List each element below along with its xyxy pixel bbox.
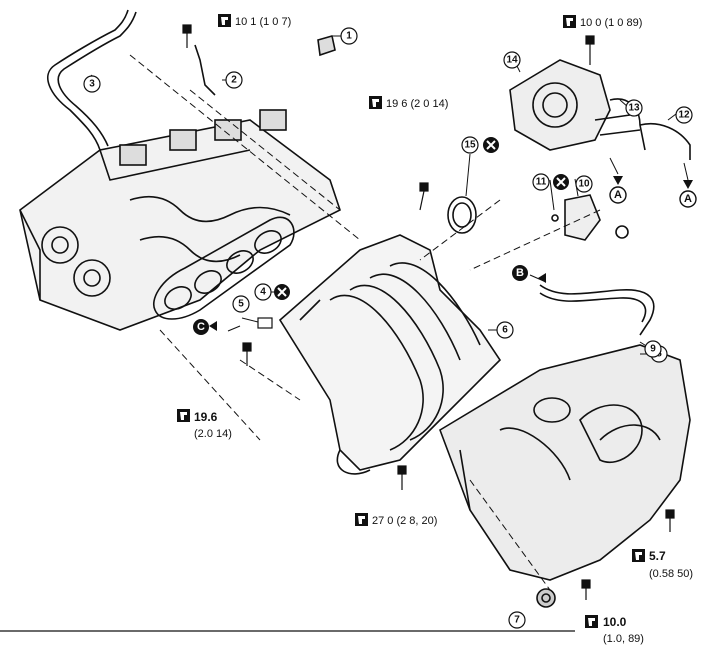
callout-3: 3 <box>83 75 101 93</box>
letter-marker-c: C <box>193 319 209 335</box>
letter-marker-a-1: A <box>609 186 627 204</box>
callout-5: 5 <box>232 295 250 313</box>
torque-wrench-icon <box>585 615 598 628</box>
callout-2: 2 <box>225 71 243 89</box>
callout-10: 10 <box>575 175 593 193</box>
torque-spec-1-text: 10 1 (1 0 7) <box>235 16 291 28</box>
leader-lines <box>129 54 601 591</box>
callout-5-number: 5 <box>238 299 244 310</box>
torque-spec-6-detail: (0.58 50) <box>649 568 693 580</box>
torque-spec-5: 27 0 (2 8, 20) <box>355 513 437 527</box>
torque-wrench-icon <box>632 549 645 562</box>
callout-11: 11 <box>532 173 550 191</box>
torque-spec-7-detail: (1.0, 89) <box>603 633 644 645</box>
replace-mark-icons <box>274 137 569 300</box>
callout-6: 6 <box>496 321 514 339</box>
callout-4: 4 <box>254 283 272 301</box>
valve-10 <box>551 194 629 241</box>
hose-12 <box>609 98 691 160</box>
callout-6-number: 6 <box>502 325 508 336</box>
callout-14: 14 <box>503 51 521 69</box>
callout-1-number: 1 <box>346 31 352 42</box>
bracket-2-sensor-1 <box>194 34 336 96</box>
throttle-body-14 <box>509 59 641 151</box>
callout-15: 15 <box>461 136 479 154</box>
letter-c: C <box>197 321 205 333</box>
callout-9: 9 <box>644 340 662 358</box>
letter-a-1: A <box>614 189 622 201</box>
torque-wrench-icon <box>563 15 576 28</box>
torque-spec-5-text: 27 0 (2 8, 20) <box>372 515 437 527</box>
torque-spec-2: 10 0 (1 0 89) <box>563 15 642 29</box>
torque-spec-3: 19 6 (2 0 14) <box>369 96 448 110</box>
intake-manifold-6 <box>278 234 502 475</box>
letter-b: B <box>516 267 524 279</box>
callout-11-number: 11 <box>536 177 547 188</box>
callout-15-number: 15 <box>464 140 476 151</box>
torque-wrench-icon <box>177 409 190 422</box>
hose-3 <box>46 9 137 151</box>
callout-14-number: 14 <box>506 55 518 66</box>
hose-9 <box>539 284 655 336</box>
callout-12: 12 <box>675 106 693 124</box>
torque-spec-7-value: 10.0 <box>603 615 627 629</box>
callout-7: 7 <box>508 611 526 629</box>
callout-9-number: 9 <box>650 344 656 355</box>
callout-3-number: 3 <box>89 79 95 90</box>
replace-x-icon <box>553 174 569 190</box>
letter-a-2: A <box>684 193 692 205</box>
torque-spec-6: 5.7 (0.58 50) <box>632 549 693 580</box>
engine-cover-8 <box>439 344 691 581</box>
callout-2-number: 2 <box>231 75 237 86</box>
callout-4-number: 4 <box>260 287 266 298</box>
torque-spec-4: 19.6 (2.0 14) <box>177 409 232 440</box>
torque-spec-1: 10 1 (1 0 7) <box>218 14 291 28</box>
letter-marker-a-2: A <box>679 190 697 208</box>
bolts <box>182 24 675 600</box>
torque-wrench-icon <box>355 513 368 526</box>
callout-10-number: 10 <box>578 179 590 190</box>
torque-spec-7: 10.0 (1.0, 89) <box>585 615 644 645</box>
torque-wrench-icon <box>218 14 231 27</box>
arrows <box>209 176 693 331</box>
torque-spec-6-value: 5.7 <box>649 549 666 563</box>
replace-x-icon <box>483 137 499 153</box>
gasket-15 <box>447 196 477 234</box>
letter-marker-b: B <box>512 265 528 281</box>
torque-spec-2-text: 10 0 (1 0 89) <box>580 17 642 29</box>
intake-gasket-4 <box>153 216 295 320</box>
callout-12-number: 12 <box>678 110 690 121</box>
callout-13: 13 <box>625 99 643 117</box>
cylinder-head <box>19 109 341 331</box>
torque-spec-3-text: 19 6 (2 0 14) <box>386 98 448 110</box>
part-7 <box>536 588 556 608</box>
callout-7-number: 7 <box>514 615 520 626</box>
callout-13-number: 13 <box>628 103 640 114</box>
torque-spec-4-detail: (2.0 14) <box>194 428 232 440</box>
replace-x-icon <box>274 284 290 300</box>
callout-1: 1 <box>340 27 358 45</box>
torque-spec-4-value: 19.6 <box>194 410 218 424</box>
torque-wrench-icon <box>369 96 382 109</box>
